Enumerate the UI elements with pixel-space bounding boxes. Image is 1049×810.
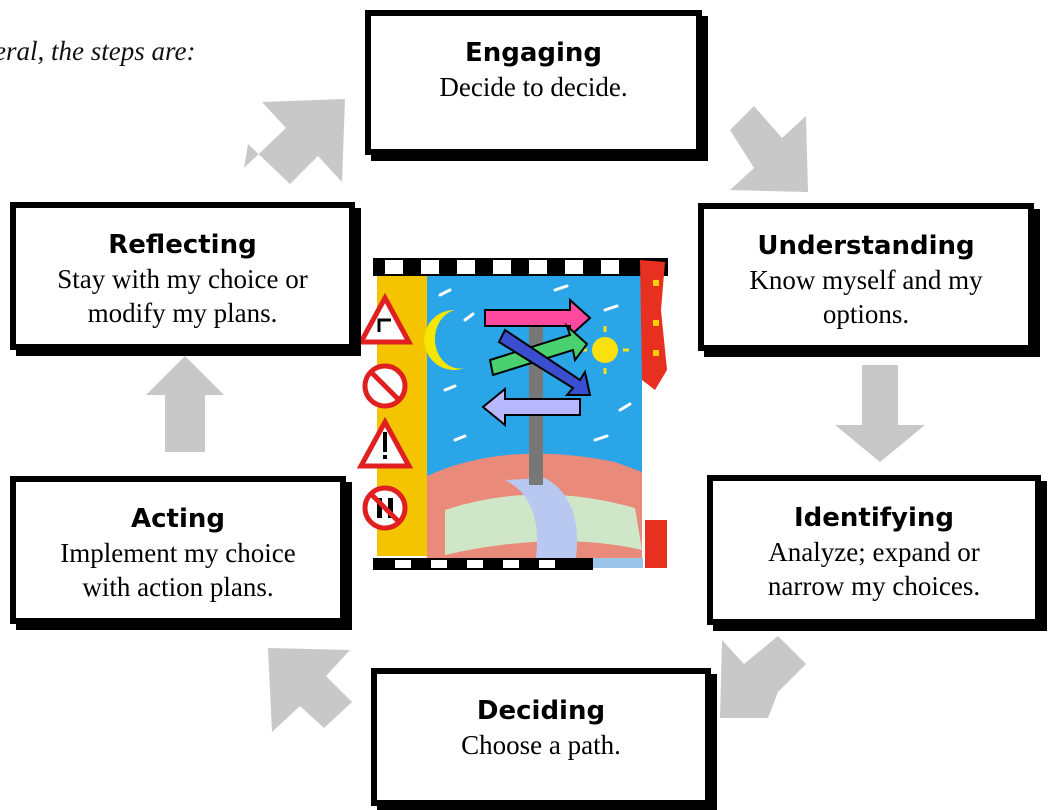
step-description-line2: narrow my choices. (767, 571, 981, 601)
step-box-deciding: Deciding Choose a path. (371, 668, 711, 806)
step-title: Understanding (757, 231, 975, 261)
arrow-deciding-to-acting (268, 648, 352, 732)
arrow-identifying-to-deciding (720, 636, 806, 718)
step-title: Reflecting (108, 230, 257, 260)
step-description-line2: with action plans. (82, 572, 274, 602)
step-description: Choose a path. (461, 730, 621, 760)
step-description-line1: Know myself and my (749, 265, 983, 295)
step-title: Acting (131, 504, 225, 534)
arrow-reflecting-to-engaging (244, 99, 345, 184)
step-description-line2: modify my plans. (87, 298, 278, 328)
step-description-line1: Analyze; expand or (768, 537, 980, 567)
step-box-identifying: Identifying Analyze; expand or narrow my… (707, 475, 1041, 625)
step-description-line1: Implement my choice (60, 538, 296, 568)
arrow-engaging-to-understanding (730, 106, 808, 192)
step-title: Engaging (464, 38, 603, 68)
step-box-acting: Acting Implement my choice with action p… (10, 476, 346, 624)
intro-text: eral, the steps are: (0, 36, 196, 66)
arrow-acting-to-reflecting (146, 356, 224, 452)
step-title: Deciding (476, 696, 606, 726)
step-description: Decide to decide. (439, 72, 628, 102)
signpost-clipart (356, 258, 668, 570)
step-title: Identifying (793, 503, 955, 533)
step-box-engaging: Engaging Decide to decide. (365, 10, 702, 155)
step-description-line1: Stay with my choice or (57, 264, 308, 294)
arrow-understanding-to-identifying (835, 365, 925, 462)
step-description-line2: options. (822, 299, 910, 329)
step-box-understanding: Understanding Know myself and my options… (698, 203, 1034, 351)
step-box-reflecting: Reflecting Stay with my choice or modify… (10, 202, 355, 350)
